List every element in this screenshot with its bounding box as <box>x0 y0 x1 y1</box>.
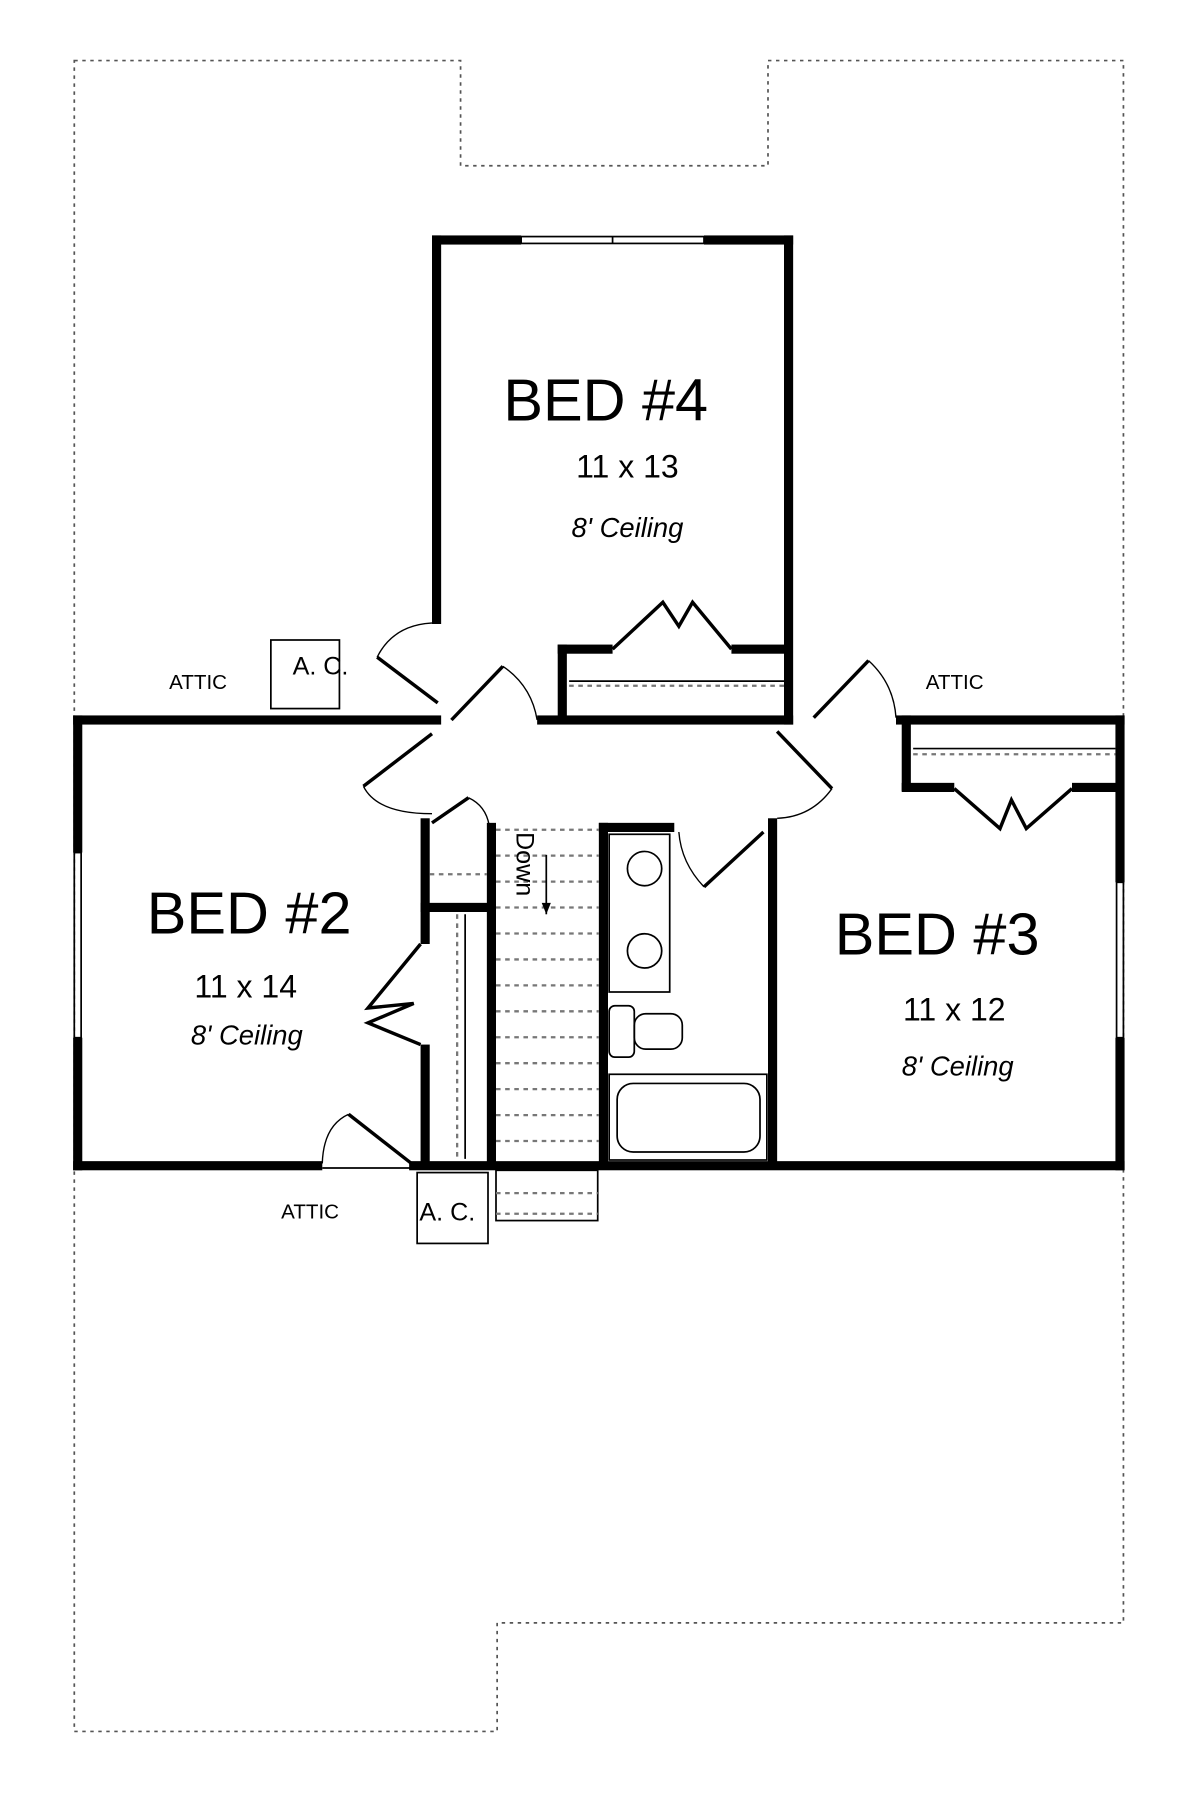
toilet-tank-icon <box>608 1004 636 1058</box>
sink-icon <box>626 850 663 887</box>
room-bed-3: BED #3 11 x 12 8' Ceiling <box>835 900 1040 1081</box>
room-ceiling: 8' Ceiling <box>902 1050 1014 1081</box>
room-bed-4: BED #4 11 x 13 8' Ceiling <box>503 367 708 544</box>
room-ceiling: 8' Ceiling <box>191 1020 303 1051</box>
roof-outline <box>73 59 1125 1733</box>
windows <box>73 235 1125 1039</box>
doors <box>321 599 1074 1169</box>
attic-label: ATTIC <box>926 671 984 694</box>
room-size: 11 x 13 <box>576 449 679 485</box>
sink-icon <box>626 932 663 969</box>
room-name: BED #2 <box>147 880 352 947</box>
lower-stairs <box>495 1169 599 1222</box>
room-size: 11 x 14 <box>194 969 297 1005</box>
bathtub-icon <box>616 1082 761 1153</box>
room-name: BED #3 <box>835 900 1040 967</box>
ac-label: A. C. <box>293 652 349 680</box>
room-ceiling: 8' Ceiling <box>571 512 683 543</box>
tub-surround <box>608 1073 768 1161</box>
attic-label: ATTIC <box>169 671 227 694</box>
down-arrow-icon <box>541 854 551 915</box>
stairs <box>496 828 599 1143</box>
walls <box>73 235 1125 1171</box>
ac-unit: A. C. <box>416 1171 489 1245</box>
bathroom-fixtures <box>608 833 768 1161</box>
toilet-bowl-icon <box>633 1012 684 1050</box>
attic-label: ATTIC <box>281 1200 339 1223</box>
room-bed-2: BED #2 11 x 14 8' Ceiling <box>147 880 352 1051</box>
ac-unit: A. C. <box>270 639 349 710</box>
closet-shelves <box>429 680 1116 1159</box>
stairs-down-label: Down <box>511 832 539 896</box>
room-size: 11 x 12 <box>903 992 1006 1028</box>
room-name: BED #4 <box>503 367 708 434</box>
vanity <box>608 833 671 993</box>
ac-label: A. C. <box>419 1199 475 1227</box>
